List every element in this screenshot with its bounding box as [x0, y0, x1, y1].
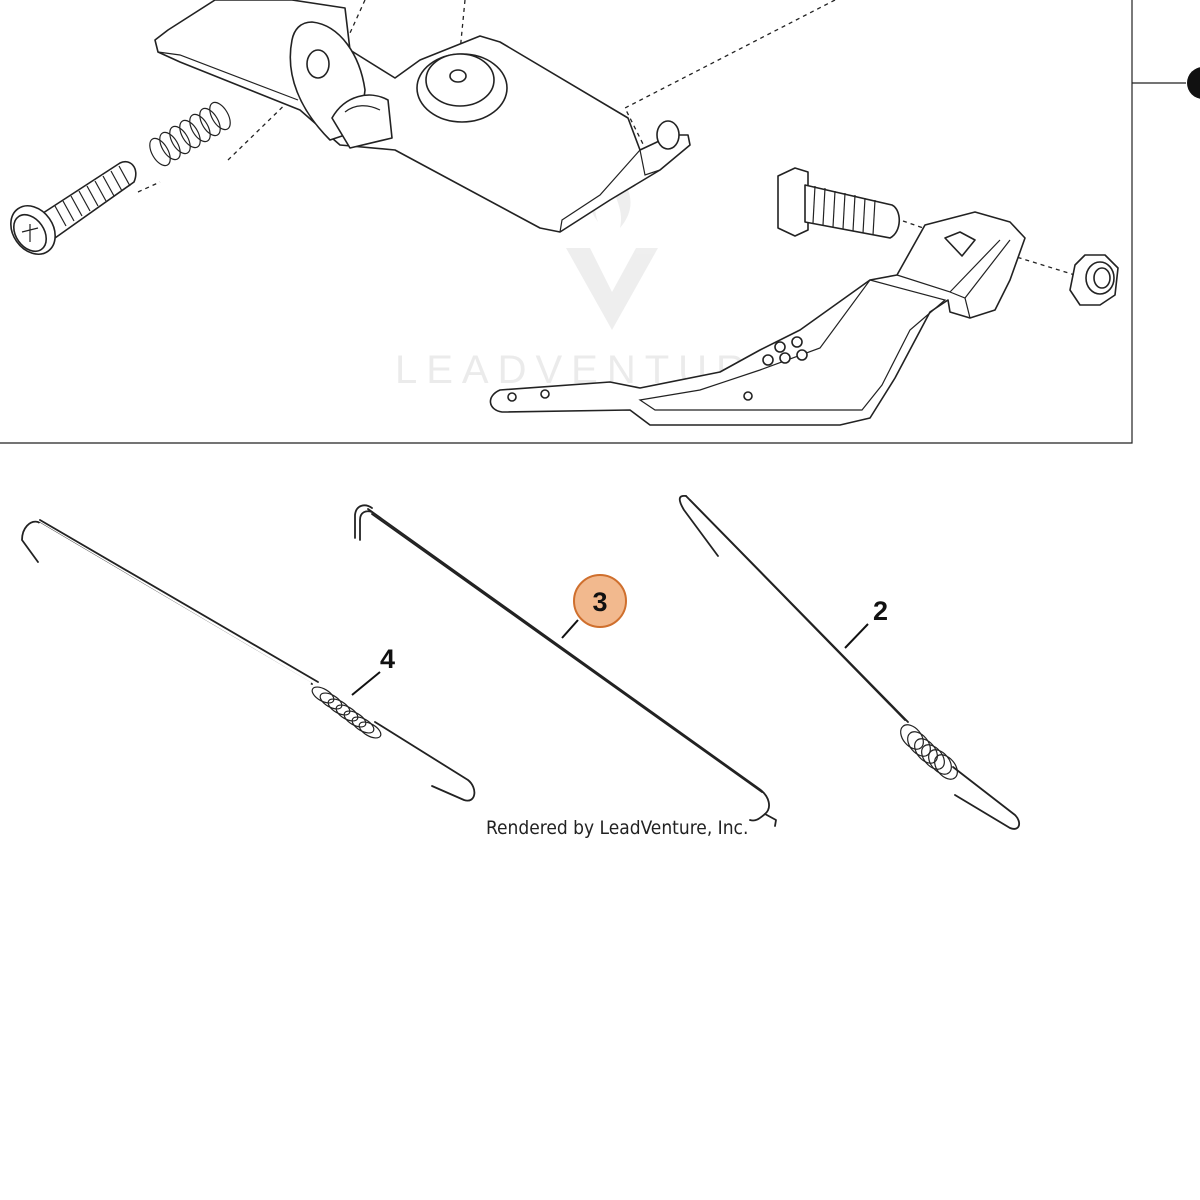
callout-3-highlight — [573, 574, 627, 628]
part-4-spring-rod — [21, 519, 476, 802]
control-bracket — [154, 0, 691, 233]
box-callout-dot — [1187, 67, 1200, 99]
pan-head-screw — [10, 161, 137, 255]
part-2-spring-rod — [678, 495, 1021, 830]
callout-2-number: 2 — [873, 596, 888, 626]
callout-2[interactable]: 2 — [844, 596, 888, 649]
callout-3[interactable]: 3 — [561, 574, 627, 639]
t-bolt — [777, 167, 901, 239]
callout-4-number: 4 — [380, 644, 395, 674]
render-credit: Rendered by LeadVenture, Inc. — [486, 817, 748, 839]
control-lever — [489, 211, 1026, 426]
compression-spring — [149, 101, 231, 167]
callout-3-number: 3 — [592, 587, 607, 617]
callout-4[interactable]: 4 — [351, 644, 395, 696]
assembly-box-border — [0, 0, 1133, 444]
hex-nut — [1069, 254, 1119, 306]
part-3-control-rod — [354, 504, 777, 827]
